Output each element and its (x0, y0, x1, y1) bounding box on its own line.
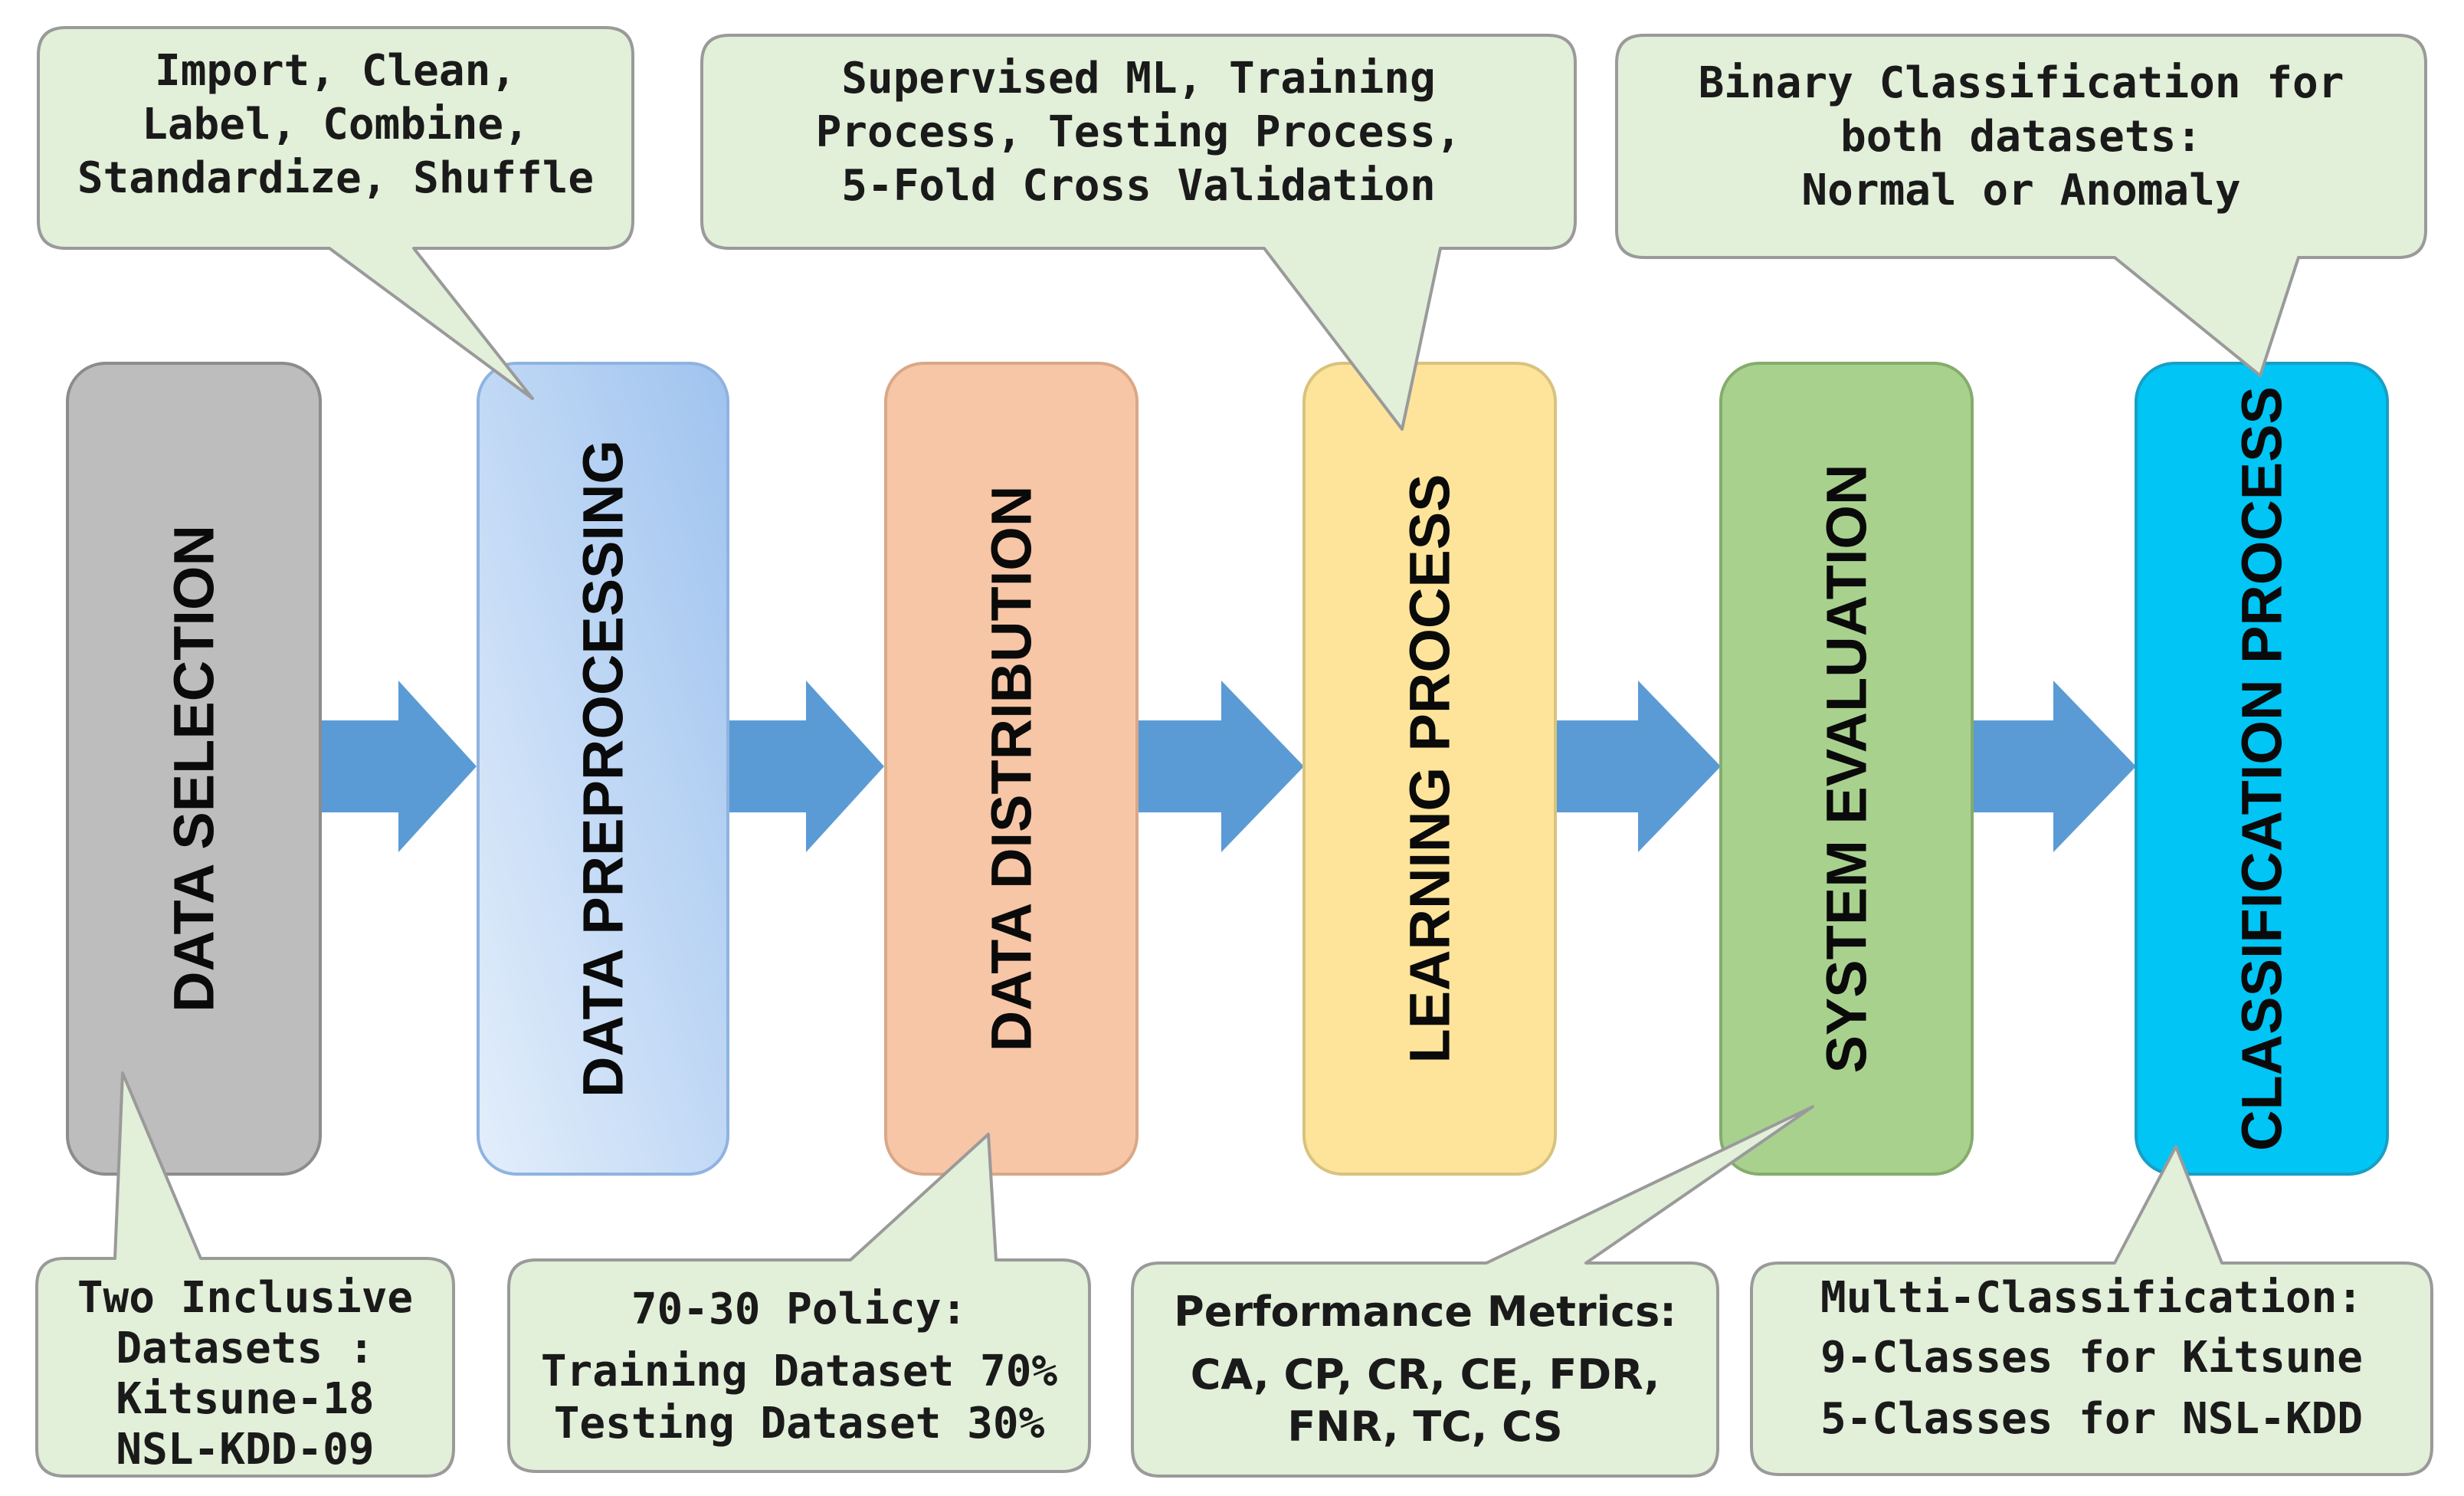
callout-line: Multi-Classification: (1820, 1273, 2363, 1323)
stage-box (1719, 362, 1974, 1176)
stage-label: DATA SELECTION (162, 525, 226, 1012)
arrow-3-icon (1137, 681, 1304, 852)
stage-data-selection: DATA SELECTION (66, 362, 322, 1176)
callout-bubble (37, 26, 634, 400)
callout-bubble (700, 34, 1577, 431)
callout-bubble (507, 1133, 1091, 1473)
callout-line: Performance Metrics: (1174, 1288, 1676, 1336)
flow-arrows (319, 681, 2136, 852)
callout-line: Two Inclusive (77, 1273, 413, 1323)
stage-box (66, 362, 322, 1176)
callout-classification-multi: Multi-Classification: 9-Classes for Kits… (1750, 1145, 2433, 1476)
arrow-4-icon (1555, 681, 1721, 852)
callout-line: both datasets: (1840, 112, 2202, 162)
callout-line: Kitsune-18 (116, 1374, 374, 1424)
stage-learning-process: LEARNING PROCESS (1302, 362, 1557, 1176)
callout-learning: Supervised ML, Training Process, Testing… (700, 34, 1577, 431)
callout-line: 5-Fold Cross Validation (841, 161, 1435, 211)
stage-box (884, 362, 1139, 1176)
callout-bubble (1131, 1105, 1814, 1478)
stage-label: DATA DISTRIBUTION (980, 486, 1044, 1052)
callout-line: Datasets : (116, 1324, 374, 1373)
callout-line: Normal or Anomaly (1801, 166, 2240, 215)
arrow-1-icon (319, 681, 477, 852)
callout-line: FNR, TC, CS (1287, 1402, 1562, 1451)
stage-system-evaluation: SYSTEM EVALUATION (1719, 362, 1974, 1176)
callout-classification-binary: Binary Classification for both datasets:… (1615, 34, 2427, 377)
callout-bubble (35, 1071, 455, 1478)
stage-classification-process: CLASSIFICATION PROCESS (2135, 362, 2389, 1176)
stage-label: LEARNING PROCESS (1398, 474, 1462, 1064)
stage-box (1302, 362, 1557, 1176)
stage-box (477, 362, 729, 1176)
callout-system-evaluation: Performance Metrics: CA, CP, CR, CE, FDR… (1131, 1105, 1814, 1478)
arrow-5-icon (1972, 681, 2136, 852)
callout-line: Binary Classification for (1699, 58, 2344, 108)
callout-line: Standardize, Shuffle (77, 153, 594, 203)
callout-line: Supervised ML, Training (841, 54, 1435, 103)
callout-line: Training Dataset 70% (541, 1347, 1058, 1396)
callout-line: Import, Clean, (155, 46, 516, 96)
stage-data-distribution: DATA DISTRIBUTION (884, 362, 1139, 1176)
callout-line: NSL-KDD-09 (116, 1425, 374, 1475)
callout-line: Label, Combine, (142, 100, 529, 149)
callout-data-distribution: 70-30 Policy: Training Dataset 70% Testi… (507, 1133, 1091, 1473)
callout-line: 5-Classes for NSL-KDD (1820, 1394, 2363, 1444)
callout-data-selection: Two Inclusive Datasets : Kitsune-18 NSL-… (35, 1071, 455, 1478)
stage-data-preprocessing: DATA PREPROCESSING (477, 362, 729, 1176)
callout-line: Process, Testing Process, (816, 107, 1462, 157)
callout-line: Testing Dataset 30% (554, 1399, 1045, 1448)
callout-line: 70-30 Policy: (631, 1284, 967, 1334)
callout-bubble (1750, 1145, 2433, 1476)
stage-label: CLASSIFICATION PROCESS (2230, 386, 2294, 1151)
callout-preprocessing: Import, Clean, Label, Combine, Standardi… (37, 26, 634, 400)
stage-label: DATA PREPROCESSING (572, 440, 635, 1097)
callout-line: 9-Classes for Kitsune (1820, 1333, 2363, 1383)
stage-label: SYSTEM EVALUATION (1815, 464, 1879, 1074)
arrow-2-icon (728, 681, 884, 852)
callout-line: CA, CP, CR, CE, FDR, (1191, 1350, 1660, 1399)
callout-bubble (1615, 34, 2427, 377)
